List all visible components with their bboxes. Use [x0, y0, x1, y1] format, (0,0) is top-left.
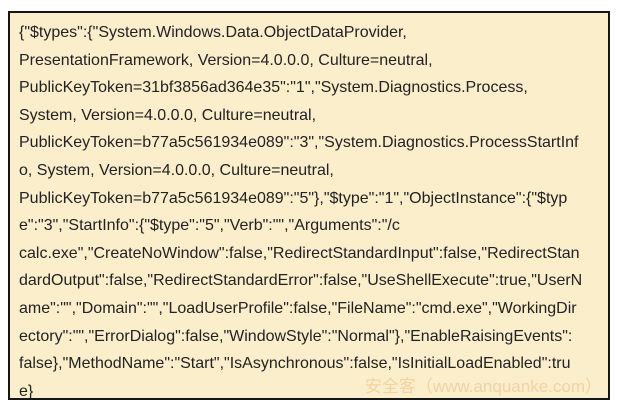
code-line: PublicKeyToken=31bf3856ad364e35":"1","Sy… [19, 79, 528, 97]
code-line: o, System, Version=4.0.0.0, Culture=neut… [19, 161, 334, 179]
code-snippet-panel: {"$types":{"System.Windows.Data.ObjectDa… [8, 11, 610, 400]
code-line: ame":"","Domain":"","LoadUserProfile":fa… [19, 299, 577, 317]
code-line: PublicKeyToken=b77a5c561934e089":"5"},"$… [19, 189, 568, 207]
code-line: calc.exe","CreateNoWindow":false,"Redire… [19, 244, 580, 262]
code-line: PublicKeyToken=b77a5c561934e089":"3","Sy… [19, 134, 579, 152]
code-line: System, Version=4.0.0.0, Culture=neutral… [19, 106, 317, 124]
code-line: false},"MethodName":"Start","IsAsynchron… [19, 355, 571, 373]
code-line: dardOutput":false,"RedirectStandardError… [19, 272, 583, 290]
code-line: {"$types":{"System.Windows.Data.ObjectDa… [19, 24, 407, 41]
code-line: PresentationFramework, Version=4.0.0.0, … [19, 51, 433, 69]
code-line: e":"3","StartInfo":{"$type":"5","Verb":"… [19, 217, 400, 235]
code-line: ectory":"","ErrorDialog":false,"WindowSt… [19, 327, 573, 345]
code-line: e} [19, 382, 34, 400]
